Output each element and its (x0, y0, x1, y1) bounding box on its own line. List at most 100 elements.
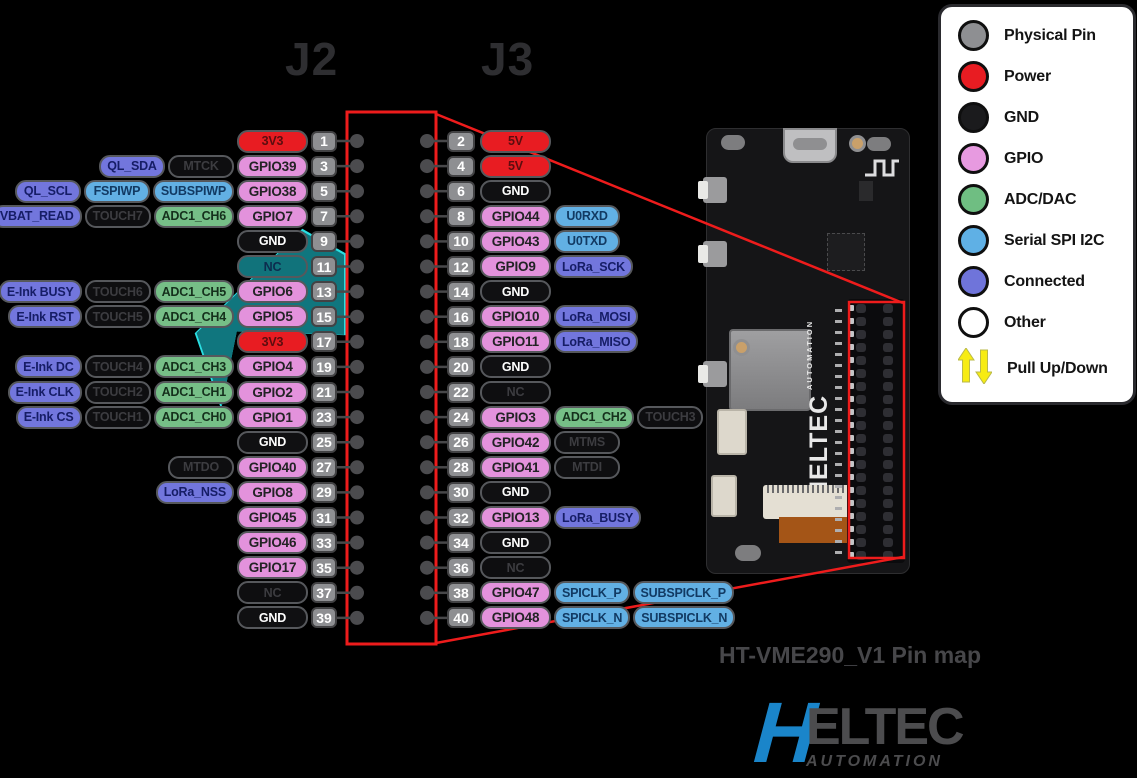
small-chip (859, 181, 873, 201)
pin-badge-MTDI: MTDI (554, 455, 620, 479)
header-hole (856, 343, 866, 352)
rf-shield-module (729, 329, 811, 411)
header-hole (856, 460, 866, 469)
header-pin-glint (849, 435, 854, 441)
antenna-ufl-connector (849, 135, 866, 152)
pin-badge-3V3: 3V3 (237, 330, 308, 354)
pin-number-11: 11 (311, 256, 337, 277)
pin-number-21: 21 (311, 381, 337, 403)
header-pad-strip (835, 301, 842, 561)
jst-connector-2 (711, 475, 737, 517)
header-pin-glint (849, 383, 854, 389)
pin-badge-MTCK: MTCK (168, 154, 234, 178)
pin-badge-GPIO3: GPIO3 (480, 405, 551, 429)
header-hole (856, 395, 866, 404)
header-hole (883, 369, 893, 378)
legend-item-power: Power (958, 61, 1125, 92)
header-hole (883, 447, 893, 456)
header-hole (856, 486, 866, 495)
header-hole (883, 343, 893, 352)
pin-badge-GPIO48: GPIO48 (480, 606, 551, 630)
header-hole (856, 525, 866, 534)
header-hole (883, 356, 893, 365)
pin-number-39: 39 (311, 607, 337, 629)
silk-sub-text: AUTOMATION (805, 319, 814, 390)
pin-number-10: 10 (447, 230, 475, 252)
legend-item-connected: Connected (958, 266, 1125, 297)
logo-eltec: ELTEC (806, 698, 964, 756)
pin-number-32: 32 (447, 507, 475, 528)
legend-label: ADC/DAC (1004, 190, 1077, 208)
pin-header-socket (847, 299, 905, 563)
legend-label: Connected (1004, 272, 1085, 290)
pin-badge-GPIO5: GPIO5 (237, 305, 308, 329)
pin-badge-GND: GND (480, 355, 551, 379)
pin-number-2: 2 (447, 130, 475, 152)
pin-badge-GPIO42: GPIO42 (480, 430, 551, 454)
pin-badge-3V3: 3V3 (237, 129, 308, 153)
legend-item-gpio: GPIO (958, 143, 1125, 174)
pin-badge-GPIO46: GPIO46 (237, 531, 308, 555)
pin-badge-ADC1_CH0: ADC1_CH0 (153, 405, 234, 429)
header-hole (883, 460, 893, 469)
header-pin-glint (849, 461, 854, 467)
pin-number-20: 20 (447, 356, 475, 378)
shield-ufl-connector (733, 339, 750, 356)
pin-badge-GND: GND (237, 229, 308, 253)
pin-badge-ADC1_CH5: ADC1_CH5 (153, 280, 234, 304)
pin-number-27: 27 (311, 456, 337, 478)
mcu-chip (827, 233, 865, 271)
header-pin-glint (849, 552, 854, 558)
header-hole (856, 473, 866, 482)
pin-badge-TOUCH5: TOUCH5 (84, 305, 151, 329)
j3-header-title: J3 (481, 33, 535, 85)
pin-badge-5V: 5V (480, 154, 551, 178)
pin-number-8: 8 (447, 205, 475, 227)
header-pin-glint (849, 370, 854, 376)
header-hole (856, 369, 866, 378)
legend-label: Other (1004, 313, 1046, 331)
pin-number-22: 22 (447, 381, 475, 403)
board-pad-bottom-left (735, 545, 761, 561)
pin-badge-GND: GND (237, 606, 308, 630)
header-hole (883, 525, 893, 534)
pin-badge-GND: GND (480, 280, 551, 304)
board-silkscreen: HELTEC AUTOMATION (805, 320, 834, 499)
physical-pin-swatch-icon (958, 20, 989, 51)
pin-number-35: 35 (311, 557, 337, 579)
pin-badge-LoRa_SCK: LoRa_SCK (554, 255, 633, 278)
pin-badge-E-Ink-RST: E-Ink RST (8, 305, 82, 329)
pin-number-12: 12 (447, 256, 475, 277)
pin-badge-E-Ink-CLK: E-Ink CLK (7, 380, 82, 404)
pinmap-title: HT-VME290_V1 Pin map (718, 642, 982, 668)
header-pin-glint (849, 487, 854, 493)
pin-badge-QL_SDA: QL_SDA (99, 154, 165, 178)
pin-number-17: 17 (311, 331, 337, 353)
pin-badge-GPIO45: GPIO45 (237, 506, 308, 529)
pin-badge-TOUCH3: TOUCH3 (637, 405, 704, 429)
header-hole (856, 330, 866, 339)
pin-number-4: 4 (447, 155, 475, 177)
header-hole (856, 434, 866, 443)
serial-spi-i2c-swatch-icon (958, 225, 989, 256)
pin-badge-NC: NC (237, 581, 308, 605)
pin-badge-VBAT_READ: VBAT_READ (0, 204, 82, 228)
j2-header-title: J2 (285, 33, 339, 85)
header-hole (883, 330, 893, 339)
header-hole (856, 499, 866, 508)
pin-badge-GPIO8: GPIO8 (237, 480, 308, 504)
